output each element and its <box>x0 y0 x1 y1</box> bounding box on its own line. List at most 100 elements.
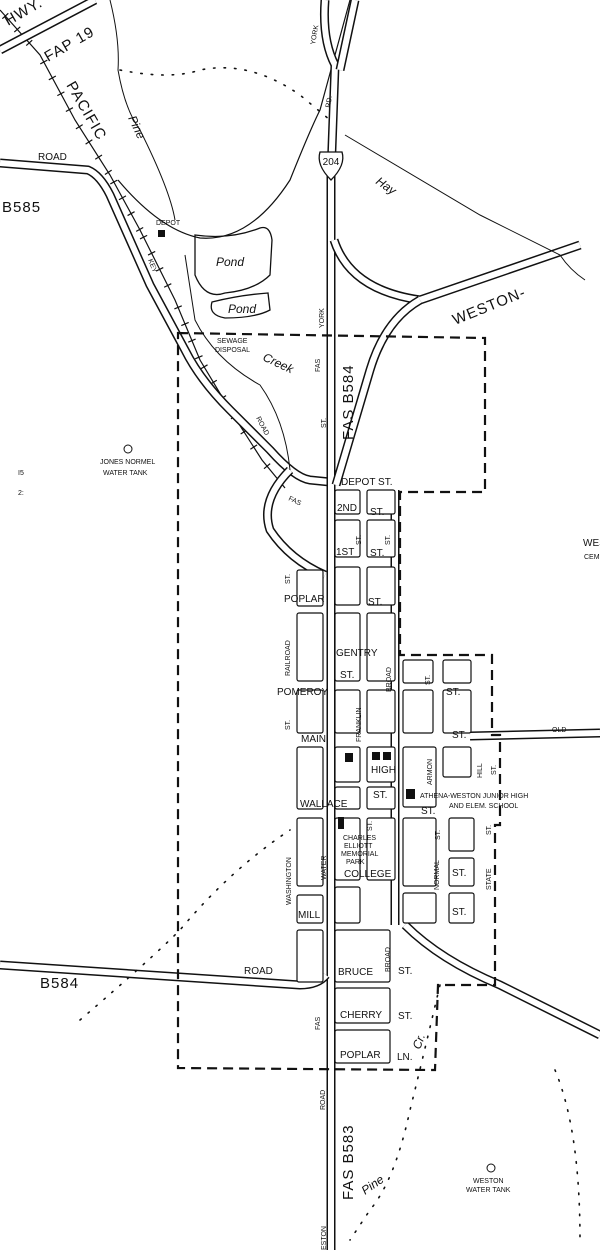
city-block <box>442 689 472 734</box>
st-label-v2: ST. <box>385 535 392 545</box>
pond-label-upper: Pond <box>216 255 244 269</box>
franklin-building <box>345 753 353 762</box>
st-label-gentry: ST. <box>340 670 354 681</box>
city-block <box>402 817 437 887</box>
park-building <box>338 817 344 829</box>
rd-label: RD. <box>325 95 334 108</box>
st-label-v1: ST. <box>356 535 363 545</box>
st-label-normal-2: ST. <box>452 907 466 918</box>
eston-label: ESTON <box>321 1226 328 1250</box>
broad-street-label: BROAD <box>386 667 393 692</box>
st-label-poplar-v: ST. <box>285 574 292 584</box>
st-label-cherry: ST. <box>398 1011 412 1022</box>
hay-creek-east <box>344 134 586 281</box>
park-label-1: CHARLES <box>343 835 376 842</box>
high-school-building-2 <box>383 752 391 760</box>
city-block <box>366 566 396 606</box>
poplar-street-label-south: POPLAR <box>340 1050 381 1061</box>
st-label-state-top: ST. <box>486 825 493 835</box>
city-block <box>366 786 396 810</box>
high-label: HIGH <box>371 765 396 776</box>
city-block <box>442 746 472 778</box>
pine-label: Pine <box>125 113 148 141</box>
armon-street-label: ARMON <box>427 759 434 785</box>
st-label-poplar: ST. <box>368 597 382 608</box>
edge-label-a: I5 <box>18 470 24 477</box>
st-label-hill: ST. <box>491 765 498 775</box>
road-label-nw: ROAD <box>38 152 67 163</box>
jones-water-tank-icon <box>123 444 133 454</box>
school-label-2: AND ELEM. SCHOOL <box>449 803 518 810</box>
st-label-main: ST. <box>452 730 466 741</box>
railroad-line <box>0 0 351 489</box>
state-street-label: STATE <box>486 868 493 890</box>
weston-water-tank-icon <box>486 1163 496 1173</box>
city-block <box>296 817 324 887</box>
broad-street-label-south: BROAD <box>385 947 392 972</box>
city-block <box>366 689 396 734</box>
city-block <box>442 659 472 684</box>
city-block <box>448 817 475 852</box>
sewage-creek <box>184 254 291 471</box>
st-label-park: ST. <box>367 821 374 831</box>
edge-label-b: 2: <box>18 490 24 497</box>
normal-street-label: NORMAL <box>434 860 441 890</box>
road-label-west: ROAD <box>244 966 273 977</box>
st-label-2nd: ST. <box>370 507 384 518</box>
city-block <box>366 519 396 558</box>
city-block <box>366 817 396 881</box>
york-label-south: YORK <box>319 308 326 328</box>
depot-label: DEPOT <box>156 220 181 227</box>
depot-st-label: DEPOT ST. <box>341 477 393 488</box>
cemetery-label: WES <box>583 538 600 549</box>
city-block <box>296 746 324 810</box>
city-limits-boundary <box>176 331 502 1072</box>
gentry-street-label: GENTRY <box>336 648 378 659</box>
fas-shield-south: FAS <box>315 1016 322 1030</box>
high-school-building <box>372 752 380 760</box>
bruce-street-label: BRUCE <box>338 967 373 978</box>
city-block <box>334 519 361 558</box>
city-block <box>334 746 361 783</box>
old-road-label: OLD <box>552 727 566 734</box>
st-label-high: ST. <box>373 790 387 801</box>
poplar-street-label: POPLAR <box>284 594 325 605</box>
city-block <box>448 857 475 887</box>
pine-label-south: Pine <box>359 1172 387 1197</box>
park-label-4: PARK <box>346 859 365 866</box>
fas-shield-depot: FAS <box>287 495 302 507</box>
st-label-york: ST. <box>321 418 328 428</box>
creek-southeast <box>554 1069 581 1241</box>
weston-label: WESTON- <box>450 284 528 329</box>
st-label-v3: ST. <box>425 675 432 685</box>
town-blocks <box>296 489 475 1064</box>
city-block <box>402 689 434 734</box>
city-block <box>296 612 324 682</box>
depot-building <box>158 230 165 237</box>
weston-tank-label-2: WATER TANK <box>466 1187 511 1194</box>
pond-upper <box>194 226 273 296</box>
fas-shield-north: FAS <box>315 358 322 372</box>
wallace-street-label: WALLACE <box>300 799 348 810</box>
city-block <box>334 489 361 515</box>
creek-southwest <box>79 829 291 1021</box>
city-block <box>296 569 324 607</box>
creek-label: Creek <box>261 350 297 377</box>
key-label: KEY <box>146 258 158 274</box>
park-label-2: ELLIOTT <box>344 843 373 850</box>
city-block <box>334 886 361 924</box>
railroad-street-label: RAILROAD <box>285 640 292 676</box>
fas-b584-label: FAS B584 <box>340 364 357 440</box>
st-label-v4: ST. <box>435 830 442 840</box>
city-block <box>334 929 391 983</box>
sewage-label: SEWAGE <box>217 338 248 345</box>
st-label-1st: ST. <box>370 548 384 559</box>
city-block <box>402 659 434 684</box>
park-label-3: MEMORIAL <box>341 851 378 858</box>
route-204-label: 204 <box>323 157 340 168</box>
city-block <box>334 786 361 810</box>
ln-label: LN. <box>397 1052 413 1063</box>
b585-label: B585 <box>2 199 41 216</box>
city-block <box>402 892 437 924</box>
